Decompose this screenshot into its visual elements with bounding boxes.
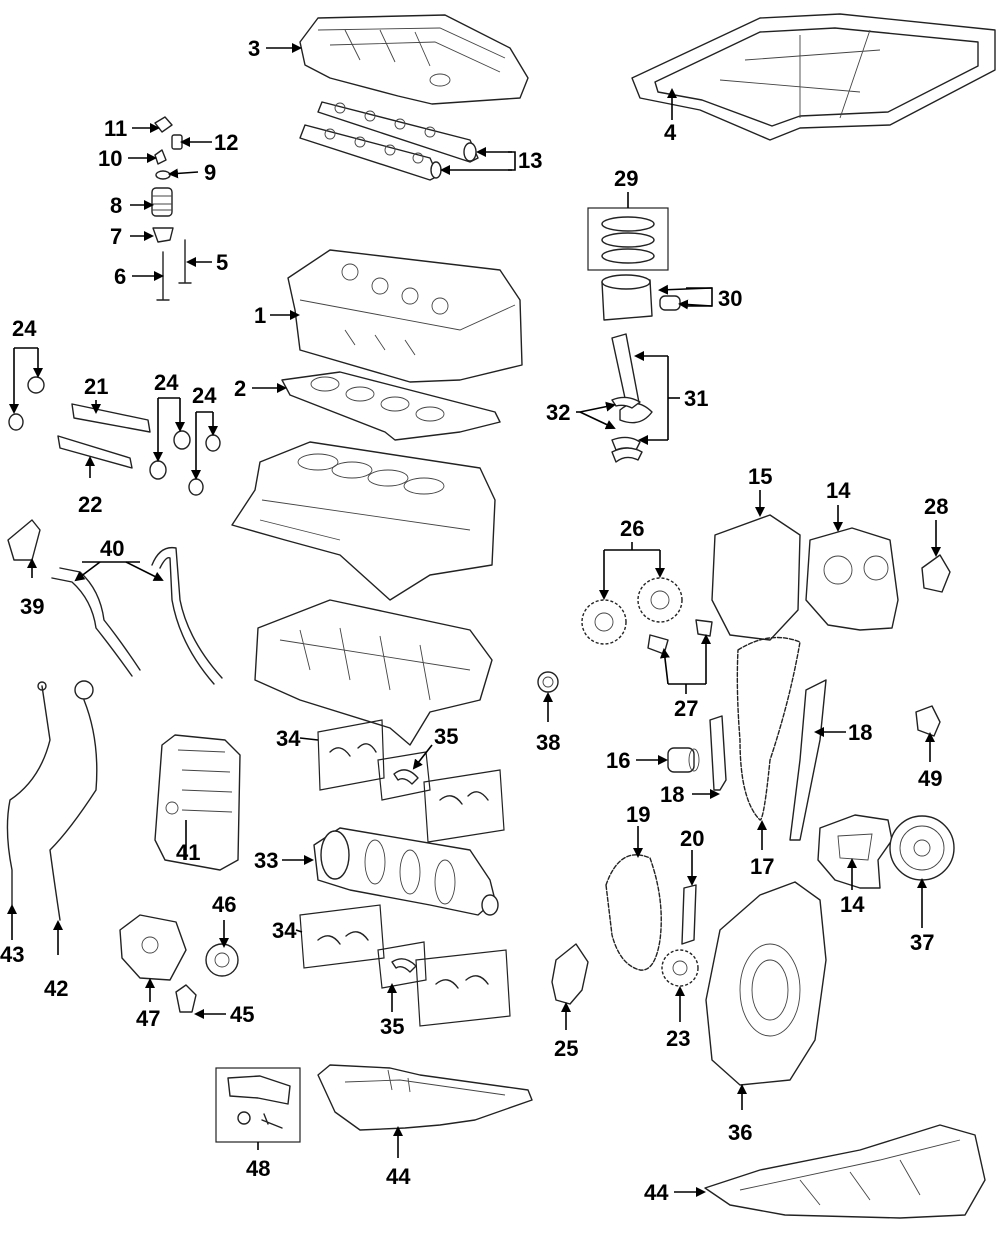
dipstick-parts [6,680,98,921]
callout-17: 17 [750,854,774,879]
callout-25: 25 [554,1036,578,1061]
oil-cooler-part [154,734,241,871]
callout-30: 30 [718,286,742,311]
callout-35b: 35 [380,1014,404,1039]
cylinder-head-part [287,249,523,383]
timing-gasket-part [711,514,801,641]
callout-34b: 34 [272,918,297,943]
callout-9: 9 [204,160,216,185]
gasket-frame-part [631,13,996,141]
callout-38: 38 [536,730,560,755]
solenoid-parts [8,376,221,496]
callout-28: 28 [924,494,948,519]
callout-20: 20 [680,826,704,851]
callout-14a: 14 [826,478,851,503]
callout-47: 47 [136,1006,160,1031]
callout-22: 22 [78,492,102,517]
callout-13: 13 [518,148,542,173]
front-cover-part [705,881,827,1086]
callout-48: 48 [246,1156,270,1181]
drive-gear-part [661,949,699,987]
callout-24c: 24 [192,383,217,408]
oil-pan-part [317,1064,533,1131]
crankshaft-part [313,827,499,916]
callout-37: 37 [910,930,934,955]
pickup-tube-kit-part [215,1067,301,1143]
callout-31: 31 [684,386,708,411]
callout-34a: 34 [276,726,301,751]
callout-40: 40 [100,536,124,561]
callout-8: 8 [110,193,122,218]
callout-44a: 44 [386,1164,411,1189]
callout-49: 49 [918,766,942,791]
structural-pan-part [704,1124,986,1219]
callout-labels: 3 4 11 12 10 9 8 7 6 5 13 1 2 29 30 31 3… [0,36,948,1205]
cam-sensor-part [921,554,951,593]
callout-24b: 24 [154,370,179,395]
callout-35a: 35 [434,724,458,749]
callout-44b: 44 [644,1180,669,1205]
hose-parts [7,519,223,685]
callout-5: 5 [216,250,228,275]
callout-12: 12 [214,130,238,155]
callout-36: 36 [728,1120,752,1145]
callout-24a: 24 [12,316,37,341]
lower-crankcase-part [254,599,493,746]
valve-train-parts [151,116,192,301]
callout-19: 19 [626,802,650,827]
lower-cover-part [817,814,893,889]
leader-lines [6,43,941,1197]
bracket-part [551,943,589,1005]
callout-10: 10 [98,146,122,171]
callout-45: 45 [230,1002,254,1027]
balancer-part [889,815,955,881]
camshaft-part [299,101,479,181]
callout-3: 3 [248,36,260,61]
callout-43: 43 [0,942,24,967]
callout-33: 33 [254,848,278,873]
callout-39: 39 [20,594,44,619]
piston-rings-part [587,207,669,271]
callout-15: 15 [748,464,772,489]
head-gasket-part [281,371,501,441]
callout-21: 21 [84,374,108,399]
connecting-rod-part [611,333,653,463]
callout-29: 29 [614,166,638,191]
cam-sprockets-part [581,577,683,645]
callout-42: 42 [44,976,68,1001]
tensioner-part [667,747,700,773]
callout-26: 26 [620,516,644,541]
callout-4: 4 [664,120,677,145]
oil-pump-part [119,914,239,1013]
callout-1: 1 [254,303,266,328]
callout-32: 32 [546,400,570,425]
callout-18a: 18 [660,782,684,807]
piston-part [601,274,681,321]
callout-27: 27 [674,696,698,721]
callout-14b: 14 [840,892,865,917]
crank-sensor-part [915,705,941,737]
balance-chain-part [605,854,662,971]
valve-cover-part [299,14,529,105]
chain-guide-part [681,884,697,945]
callout-11: 11 [104,116,127,141]
callout-6: 6 [114,264,126,289]
callout-2: 2 [234,376,246,401]
callout-18b: 18 [848,720,872,745]
crank-seal-part [537,671,559,693]
callout-16: 16 [606,748,630,773]
engine-block-part [231,441,496,601]
callout-23: 23 [666,1026,690,1051]
timing-chain-part [709,636,827,841]
callout-46: 46 [212,892,236,917]
timing-cover-part [805,527,899,631]
phaser-bolts-part [647,619,713,655]
callout-7: 7 [110,224,122,249]
main-bearings-part [299,719,511,1027]
callout-41: 41 [176,840,200,865]
